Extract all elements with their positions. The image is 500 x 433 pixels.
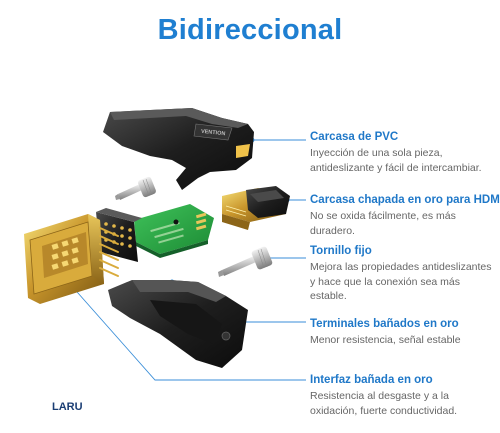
feature-heading: Carcasa de PVC xyxy=(310,131,399,143)
dvi-gold-interface xyxy=(24,214,119,304)
hdmi-housing xyxy=(222,186,290,230)
feature-description: Menor resistencia, señal estable xyxy=(310,334,461,346)
feature-hdmi-housing: Carcasa chapada en oro para HDMI No se o… xyxy=(310,193,500,238)
feature-fixed-screw: Tornillo fijo Mejora las propiedades ant… xyxy=(310,244,495,304)
pvc-shell-top: VENTION xyxy=(103,108,254,190)
feature-heading: Terminales bañados en oro xyxy=(310,318,459,330)
feature-pvc-shell: Carcasa de PVC Inyección de una sola pie… xyxy=(310,130,495,175)
feature-description: No se oxida fácilmente, es más duradero. xyxy=(310,210,456,237)
pvc-shell-bottom xyxy=(108,280,248,368)
brand-logo: VENTION xyxy=(201,129,226,138)
feature-gold-interface: Interfaz bañada en oro Resistencia al de… xyxy=(310,373,495,418)
feature-description: Inyección de una sola pieza, antidesliza… xyxy=(310,147,482,174)
feature-heading: Interfaz bañada en oro xyxy=(310,374,433,386)
pcb-board xyxy=(134,204,214,258)
feature-description: Mejora las propiedades antideslizantes y… xyxy=(310,261,492,302)
screw-top xyxy=(115,176,156,200)
feature-heading: Carcasa chapada en oro para HDMI xyxy=(310,194,500,206)
feature-description: Resistencia al desgaste y a la oxidación… xyxy=(310,390,458,417)
feature-gold-terminals: Terminales bañados en oro Menor resisten… xyxy=(310,317,495,348)
page-title: Bidireccional xyxy=(157,14,343,46)
feature-heading: Tornillo fijo xyxy=(310,245,372,257)
watermark-text: LARU xyxy=(52,401,83,413)
screw-right xyxy=(218,246,273,277)
